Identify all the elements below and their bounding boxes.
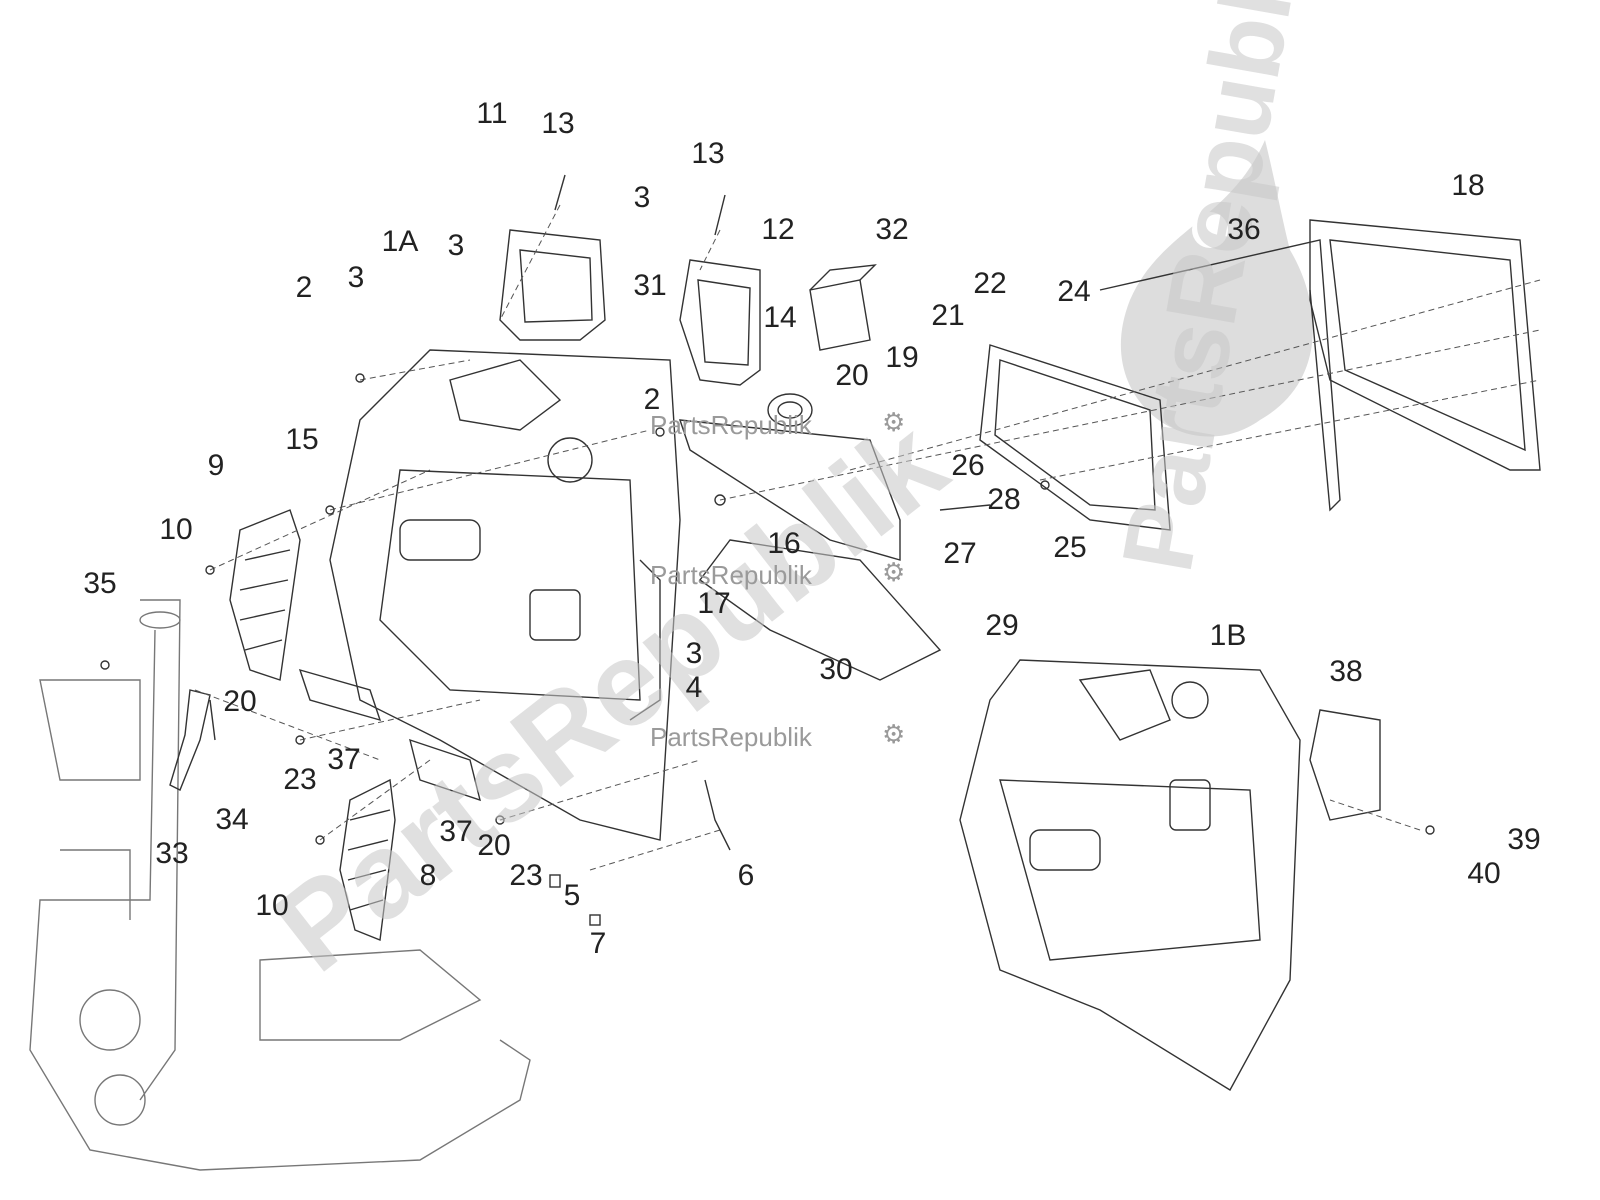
legshield-1b — [959, 659, 1301, 1091]
part-label-17: 17 — [697, 587, 731, 620]
part-label-23: 23 — [509, 859, 543, 892]
part-label-20: 20 — [223, 685, 257, 718]
part-label-26: 26 — [951, 449, 985, 482]
part-label-12: 12 — [761, 213, 795, 246]
bracket-37b — [409, 738, 481, 802]
trim-27 — [678, 419, 901, 561]
part-label-39: 39 — [1507, 823, 1541, 856]
part-label-14: 14 — [763, 301, 797, 334]
part-label-3: 3 — [447, 229, 465, 262]
part-label-22: 22 — [973, 267, 1007, 300]
bracket-33 — [169, 689, 211, 791]
part-label-21: 21 — [931, 299, 965, 332]
rear-panel-18 — [1309, 219, 1541, 471]
grille-9 — [229, 509, 301, 681]
part-label-28: 28 — [987, 483, 1021, 516]
part-label-11: 11 — [476, 97, 508, 130]
part-label-3: 3 — [347, 261, 365, 294]
part-label-19: 19 — [885, 341, 919, 374]
cover-11 — [499, 229, 606, 341]
part-label-33: 33 — [155, 837, 189, 870]
part-label-20: 20 — [477, 829, 511, 862]
part-label-10: 10 — [255, 889, 289, 922]
fasteners — [100, 174, 1435, 926]
mat-30 — [699, 539, 942, 681]
watermark-logo-shape — [1120, 140, 1313, 437]
part-label-7: 7 — [589, 927, 607, 960]
watermark-label: PartsRepublik — [650, 722, 812, 752]
part-label-23: 23 — [283, 763, 317, 796]
part-label-3: 3 — [633, 181, 651, 214]
part-label-30: 30 — [819, 653, 853, 686]
part-label-16: 16 — [767, 527, 801, 560]
watermark-label: PartsRepublik — [650, 410, 812, 440]
cover-38 — [1309, 709, 1381, 821]
bracket-37a — [298, 668, 382, 722]
part-label-20: 20 — [835, 359, 869, 392]
part-label-1b: 1B — [1209, 619, 1247, 652]
part-label-15: 15 — [285, 423, 319, 456]
scooter-frame — [29, 599, 531, 1171]
part-label-13: 13 — [541, 107, 575, 140]
part-label-37: 37 — [327, 743, 361, 776]
part-label-25: 25 — [1053, 531, 1087, 564]
part-label-1a: 1A — [381, 225, 419, 258]
gear-icon: ⚙ — [882, 720, 906, 750]
part-label-2: 2 — [643, 383, 661, 416]
part-14-disc — [767, 393, 813, 427]
part-label-2: 2 — [295, 271, 313, 304]
part-label-37: 37 — [439, 815, 473, 848]
part-label-38: 38 — [1329, 655, 1363, 688]
part-label-6: 6 — [737, 859, 755, 892]
part-32-box — [809, 264, 877, 351]
panel-24 — [979, 344, 1171, 531]
part-label-24: 24 — [1057, 275, 1091, 308]
part-label-10: 10 — [159, 513, 193, 546]
part-label-18: 18 — [1451, 169, 1485, 202]
part-label-29: 29 — [985, 609, 1019, 642]
part-label-13: 13 — [691, 137, 725, 170]
gear-icon: ⚙ — [882, 408, 906, 438]
part-label-31: 31 — [633, 269, 667, 302]
part-label-4: 4 — [685, 671, 703, 704]
part-label-32: 32 — [875, 213, 909, 246]
part-label-9: 9 — [207, 449, 225, 482]
part-label-40: 40 — [1467, 857, 1501, 890]
grille-8 — [339, 778, 396, 941]
part-label-35: 35 — [83, 567, 117, 600]
part-label-3: 3 — [685, 637, 703, 670]
part-label-36: 36 — [1227, 213, 1261, 246]
watermark-label: PartsRepublik — [650, 560, 812, 590]
legshield-1a — [329, 349, 681, 841]
part-label-34: 34 — [215, 803, 249, 836]
part-label-8: 8 — [419, 859, 437, 892]
leader-lines — [194, 204, 1541, 871]
part-label-5: 5 — [563, 879, 581, 912]
part-label-27: 27 — [943, 537, 977, 570]
seal-36 — [1099, 239, 1341, 512]
gear-icon: ⚙ — [882, 558, 906, 588]
cover-12 — [679, 259, 761, 386]
